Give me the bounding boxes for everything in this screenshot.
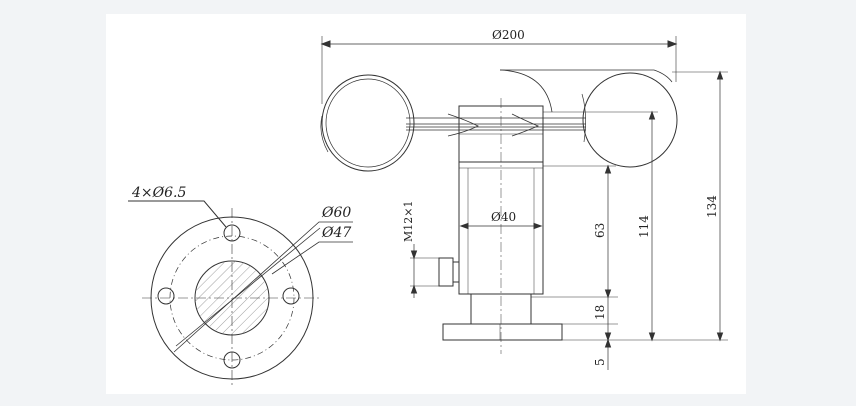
dia-leader-47 — [271, 241, 353, 275]
bolt-hole-right — [282, 287, 300, 305]
base-thickness-label: 5 — [593, 358, 607, 366]
right-cup — [581, 72, 678, 168]
rotor-shroud — [500, 69, 673, 83]
left-cup — [320, 74, 415, 172]
height-total-label: 134 — [705, 195, 719, 218]
inner-diameter-label: Ø47 — [321, 225, 351, 241]
bolt-hole-left — [157, 287, 175, 305]
mounting-base — [442, 323, 563, 341]
technical-drawing: 4×Ø6.5 Ø60 Ø47 — [128, 28, 728, 388]
side-view — [320, 36, 728, 370]
connector-thread-label: M12×1 — [402, 201, 415, 242]
dia-leader-inner — [175, 227, 321, 347]
height-body-label: 63 — [593, 223, 607, 238]
connector-stub — [452, 261, 460, 283]
cup-span-label: Ø200 — [492, 28, 525, 42]
hole-callout-leader — [128, 200, 227, 228]
connector-nut — [438, 257, 454, 287]
flange-height-label: 18 — [593, 305, 607, 320]
dia-leader-outer — [173, 221, 353, 353]
body-diameter-label: Ø40 — [491, 210, 516, 224]
span-arrow-right — [667, 40, 678, 48]
outer-diameter-label: Ø60 — [321, 205, 351, 221]
flange-view — [128, 200, 353, 388]
rotor-shroud-left — [499, 69, 553, 113]
cup-arms — [406, 113, 586, 137]
hole-callout-label: 4×Ø6.5 — [131, 185, 186, 201]
height-arms-label: 114 — [637, 215, 651, 238]
drawing-sheet: 4×Ø6.5 Ø60 Ø47 — [106, 14, 746, 394]
span-arrow-left — [320, 40, 331, 48]
